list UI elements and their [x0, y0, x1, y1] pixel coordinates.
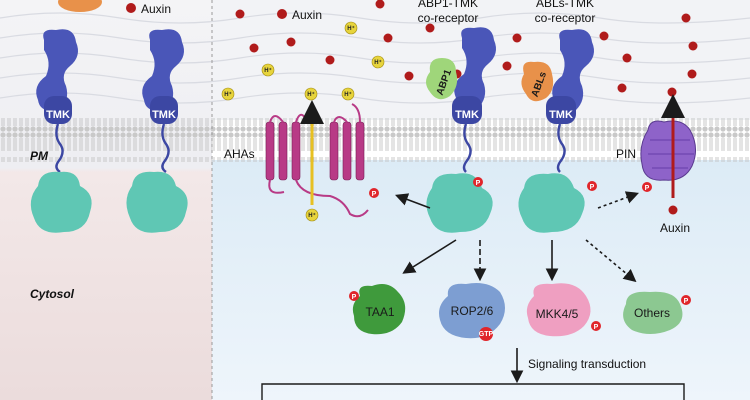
signaling-transduction-label: Signaling transduction — [528, 357, 646, 371]
target-mkk4-5: MKK4/5 P — [526, 283, 601, 337]
orange-protein-fragment — [58, 0, 102, 12]
auxin-label-bottom: Auxin — [660, 221, 690, 235]
signaling-output-box — [261, 383, 685, 400]
svg-text:H⁺: H⁺ — [264, 67, 272, 74]
ahas-label: AHAs — [224, 147, 255, 161]
phospho-label: P — [590, 184, 595, 191]
tmk-receptor-left-2: TMK — [126, 29, 188, 233]
auxin-label-top-mid: Auxin — [292, 8, 322, 22]
target-label: ROP2/6 — [451, 304, 494, 318]
target-taa1: TAA1 P — [349, 284, 406, 335]
phospho-label: P — [372, 191, 377, 198]
svg-text:H⁺: H⁺ — [308, 212, 316, 219]
auxin-molecule-icon — [126, 3, 136, 13]
cytosol-label: Cytosol — [30, 287, 75, 301]
cell-wall-fibers — [0, 12, 750, 104]
phospho-label: P — [645, 185, 650, 192]
tmk-label: TMK — [152, 109, 176, 121]
auxin-molecule-icon — [277, 9, 287, 19]
proton-molecules: H⁺ H⁺ H⁺ H⁺ H⁺ H⁺ H⁺ — [221, 21, 385, 222]
abp1-tmk-coreceptor: ABP1 TMK P — [426, 27, 496, 233]
target-others: Others P — [623, 291, 691, 334]
abls-tmk-coreceptor: ABLs TMK P — [518, 29, 597, 233]
gtp-label: GTP — [479, 331, 494, 338]
tmk-receptor-left-1: TMK — [30, 29, 92, 233]
svg-text:H⁺: H⁺ — [347, 25, 355, 32]
phospho-label: P — [352, 294, 357, 301]
tmk-label: TMK — [549, 109, 573, 121]
svg-text:H⁺: H⁺ — [344, 91, 352, 98]
aha-proton-pump: AHAs P — [224, 100, 379, 218]
plasma-membrane-left — [0, 118, 212, 162]
abls-coreceptor-label-line1: ABLs-TMK — [536, 0, 594, 10]
target-rop2-6: ROP2/6 GTP — [439, 283, 505, 341]
svg-text:H⁺: H⁺ — [307, 91, 315, 98]
svg-text:H⁺: H⁺ — [224, 91, 232, 98]
phospho-label: P — [476, 180, 481, 187]
abp1-coreceptor-label-line2: co-receptor — [418, 11, 479, 25]
abls-protein — [521, 61, 554, 102]
signaling-arrows — [395, 191, 640, 384]
abp1-coreceptor-label-line1: ABP1-TMK — [418, 0, 478, 10]
tmk-label: TMK — [46, 109, 70, 121]
target-label: MKK4/5 — [536, 307, 579, 321]
pin-auxin-carrier: PIN P Auxin — [616, 94, 696, 235]
target-label: Others — [634, 306, 670, 320]
pm-label: PM — [30, 149, 49, 163]
pin-label: PIN — [616, 147, 636, 161]
phospho-label: P — [684, 298, 689, 305]
tmk-label: TMK — [455, 109, 479, 121]
abls-coreceptor-label-line2: co-receptor — [535, 11, 596, 25]
target-label: TAA1 — [365, 305, 394, 319]
abp1-protein — [426, 58, 458, 100]
phospho-label: P — [594, 324, 599, 331]
svg-text:H⁺: H⁺ — [374, 59, 382, 66]
auxin-label-top-left: Auxin — [141, 2, 171, 16]
